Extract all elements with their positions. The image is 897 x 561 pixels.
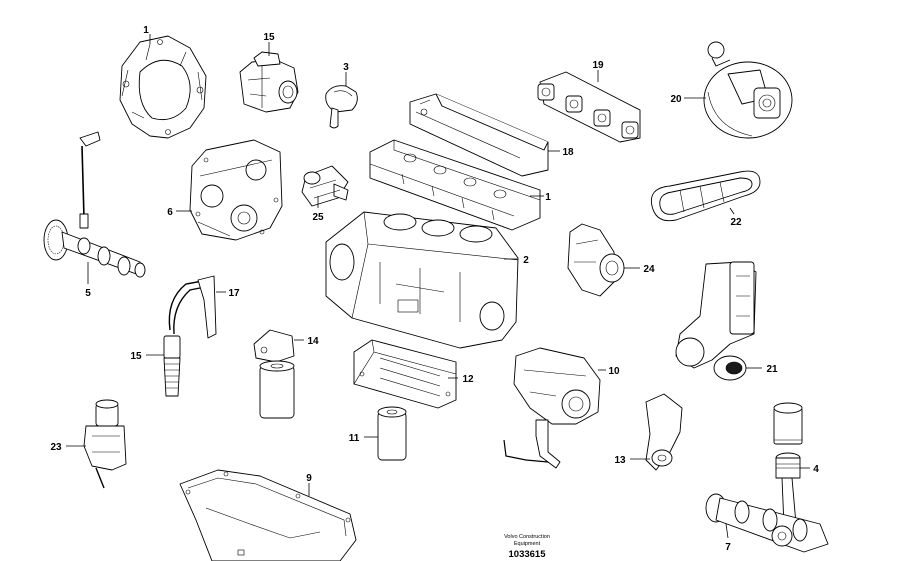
callout-label-6: 6 — [167, 207, 173, 218]
callout-label-25: 25 — [312, 212, 324, 223]
callout-label-18: 18 — [562, 147, 574, 158]
callout-label-20: 20 — [670, 94, 682, 105]
part-9-oil-sump — [179, 469, 357, 561]
drawing-footer: Volvo Construction Equipment 1033615 — [504, 534, 550, 560]
callout-label-7: 7 — [725, 542, 731, 553]
callout-label-13: 13 — [614, 455, 626, 466]
part-24-alternator-bracket — [567, 223, 640, 297]
part-6-timing-cover — [176, 139, 283, 241]
part-3-thermostat-housing — [325, 72, 358, 129]
callout-label-10: 10 — [608, 366, 620, 377]
callout-label-21: 21 — [766, 364, 778, 375]
callout-label-15: 15 — [130, 351, 142, 362]
part-1-cylinder-head — [369, 139, 544, 231]
part-16-fuel-pump — [239, 42, 299, 113]
callout-labels: 1 15 3 19 20 18 1 6 25 22 2 24 5 17 14 1… — [50, 25, 819, 553]
part-14-fuel-filter — [253, 329, 304, 419]
part-15-injector — [146, 335, 181, 397]
part-21-water-pump — [675, 261, 762, 381]
callout-label-1: 1 — [545, 192, 551, 203]
callout-label-3: 3 — [343, 62, 349, 73]
callout-label-5: 5 — [85, 288, 91, 299]
callout-label-19: 19 — [592, 60, 604, 71]
part-20-turbocharger — [684, 41, 793, 139]
part-23-feed-pump — [66, 399, 127, 489]
company-line-2: Equipment — [514, 541, 541, 547]
callout-label-2: 2 — [523, 255, 529, 266]
part-5-camshaft — [43, 131, 146, 284]
callout-label-14: 14 — [307, 336, 319, 347]
callout-label-22: 22 — [730, 217, 742, 228]
part-18-valve-cover — [409, 93, 560, 177]
part-10-oil-pump — [503, 347, 606, 469]
callout-label-24: 24 — [643, 264, 655, 275]
callout-label-12: 12 — [462, 374, 474, 385]
part-8-flywheel-housing — [119, 34, 207, 139]
callout-label-16: 15 — [263, 32, 275, 43]
part-13-rocker-arm — [630, 393, 683, 471]
part-4-piston-liner — [773, 402, 810, 479]
callout-label-23: 23 — [50, 442, 62, 453]
part-2-cylinder-block — [325, 211, 519, 349]
callout-label-9: 9 — [306, 473, 312, 484]
callout-label-4: 4 — [813, 464, 819, 475]
company-line-1: Volvo Construction — [504, 534, 550, 540]
part-25-starter-motor — [301, 165, 349, 208]
callout-label-8: 1 — [143, 25, 149, 36]
callout-label-11: 11 — [349, 433, 360, 444]
part-12-oil-cooler — [353, 339, 458, 409]
callout-label-17: 17 — [228, 288, 240, 299]
part-17-fuel-line — [168, 275, 226, 339]
part-19-exhaust-manifold — [537, 70, 641, 143]
part-7-crankshaft — [705, 477, 829, 553]
part-11-oil-filter — [364, 406, 407, 461]
drawing-number: 1033615 — [509, 549, 547, 560]
part-22-drive-belt — [650, 170, 761, 222]
